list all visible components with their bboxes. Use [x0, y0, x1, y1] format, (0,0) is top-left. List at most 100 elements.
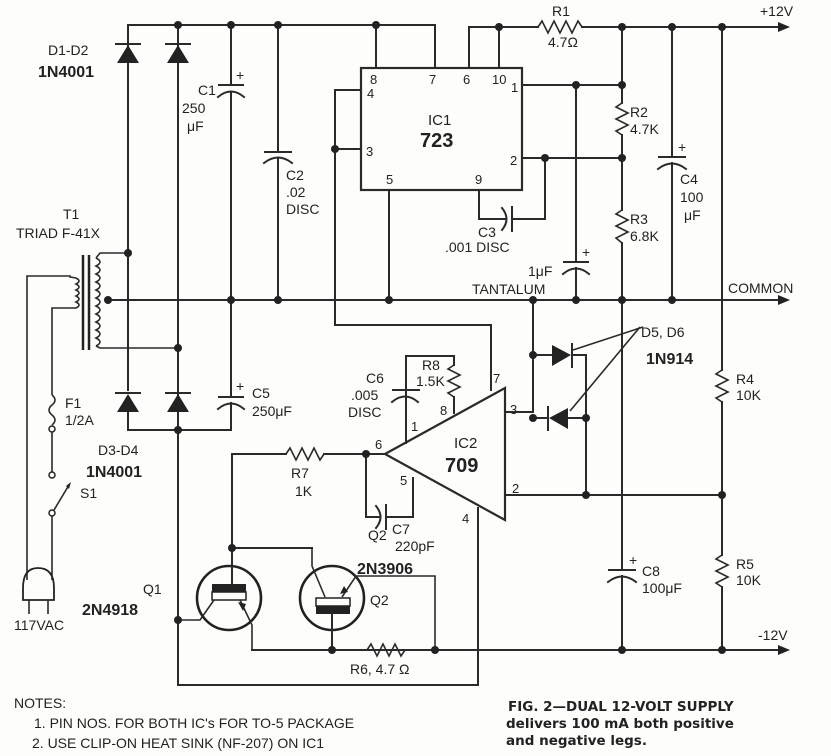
d3d4-part: 1N4001: [86, 464, 142, 481]
resistor-r4: [714, 369, 730, 403]
ic2-pin-5: 5: [400, 473, 407, 488]
ic1-pin-9: 9: [475, 172, 482, 187]
ic1-pin-7: 7: [429, 72, 436, 87]
r7-value: 1K: [295, 483, 313, 499]
note-1: 1. PIN NOS. FOR BOTH IC's FOR TO-5 PACKA…: [34, 715, 354, 731]
ic2-pin-4: 4: [462, 511, 469, 526]
c3-value: .001 DISC: [445, 239, 510, 255]
figure-caption-line3: and negative legs.: [506, 733, 647, 749]
ic2-pin-8: 8: [440, 403, 447, 418]
positive-rail: [127, 22, 790, 67]
d3d4-ref: D3-D4: [98, 442, 139, 458]
ic2-part: 709: [445, 455, 478, 477]
c6-type: DISC: [348, 404, 381, 420]
r1-ref: R1: [552, 3, 570, 19]
c6-ref: C6: [366, 370, 384, 386]
capacitor-tantalum: [561, 84, 591, 301]
transistor-q1: [178, 547, 263, 650]
r1-value: 4.7Ω: [548, 34, 578, 50]
d1d2-ref: D1-D2: [48, 42, 89, 58]
capacitor-c2: [262, 24, 294, 301]
ic1-pin-5: 5: [386, 172, 393, 187]
c4-value: 100: [680, 189, 704, 205]
c4-ref: C4: [680, 171, 698, 187]
c1-value: 250: [182, 100, 206, 116]
c1-ref: C1: [198, 82, 216, 98]
ic1-ref: IC1: [428, 112, 451, 129]
ic1-pin-2: 2: [510, 153, 517, 168]
negative-rail-arrow-icon: [778, 645, 790, 655]
f1-value: 1/2A: [65, 412, 94, 428]
c6-value: .005: [351, 387, 378, 403]
transistor-q2: [298, 548, 436, 651]
resistor-r6: [366, 642, 406, 658]
ic1-pin-4: 4: [367, 86, 374, 101]
q2-part: 2N3906: [357, 561, 413, 578]
resistor-r7: [285, 446, 325, 462]
c5-ref: C5: [252, 385, 270, 401]
s1-ref: S1: [80, 485, 97, 501]
r8-ref: R8: [422, 357, 440, 373]
q1-ref: Q1: [143, 581, 162, 597]
c8-ref: C8: [642, 563, 660, 579]
positive-rail-label: +12V: [760, 3, 794, 19]
plug-icon: [22, 567, 55, 614]
ic1-pin-3: 3: [366, 144, 373, 159]
q2-ref: Q2: [368, 527, 387, 543]
plug-label: 117VAC: [14, 617, 64, 633]
ic2-pin-2: 2: [512, 481, 519, 496]
diode-d3: [115, 392, 179, 431]
capacitor-c6: [390, 389, 420, 404]
resistor-r8: [446, 364, 462, 398]
r3-value: 6.8K: [630, 228, 659, 244]
capacitor-c5: [177, 299, 246, 431]
t1-ref: T1: [63, 206, 80, 222]
figure-caption-line2: delivers 100 mA both positive: [506, 716, 734, 732]
common-rail-label: COMMON: [728, 280, 793, 296]
switch-s1[interactable]: [48, 471, 71, 580]
negative-rail-label: -12V: [758, 627, 788, 643]
ic1-part: 723: [420, 130, 453, 152]
r7-ref: R7: [291, 465, 309, 481]
c7-value: 220pF: [395, 538, 435, 554]
ic2-ref: IC2: [454, 435, 477, 452]
capacitor-c1: [216, 24, 246, 301]
r5-ref: R5: [736, 556, 754, 572]
tantalum-type: TANTALUM: [472, 281, 545, 297]
r8-value: 1.5K: [416, 373, 445, 389]
c4-plus: +: [678, 139, 686, 155]
common-rail: [107, 295, 790, 305]
note-2: 2. USE CLIP-ON HEAT SINK (NF-207) ON IC1: [32, 735, 324, 751]
c3-ref: C3: [478, 224, 496, 240]
ic1-pin-6: 6: [463, 72, 470, 87]
resistor-r1: [537, 19, 583, 35]
d5d6-part: 1N914: [646, 351, 693, 368]
ic2-pin-3: 3: [510, 402, 517, 417]
ic1-pin-8: 8: [370, 72, 377, 87]
c7-ref: C7: [392, 521, 410, 537]
r3-ref: R3: [630, 211, 648, 227]
capacitor-c4: [656, 26, 688, 301]
resistor-r2: [614, 102, 630, 136]
ic1-723: [359, 66, 524, 192]
capacitor-c7: [365, 453, 414, 530]
d5d6-ref: D5, D6: [641, 324, 685, 340]
f1-ref: F1: [65, 395, 82, 411]
c5-value: 250μF: [252, 403, 292, 419]
c2-value: .02: [286, 184, 306, 200]
junction-dots: [104, 21, 726, 654]
resistor-r3: [614, 209, 630, 244]
tantalum-value: 1μF: [528, 263, 552, 279]
t1-part: TRIAD F-41X: [16, 225, 101, 241]
c1-unit: μF: [187, 118, 204, 134]
figure-caption-title: FIG. 2—DUAL 12-VOLT SUPPLY: [508, 699, 734, 715]
resistor-r5: [714, 554, 730, 588]
positive-rail-arrow-icon: [778, 22, 790, 32]
c5-plus: +: [236, 378, 244, 394]
r6-label: R6, 4.7 Ω: [350, 661, 410, 677]
c1-plus: +: [236, 67, 244, 83]
c8-plus: +: [629, 552, 637, 568]
capacitor-c3: [478, 157, 546, 232]
q1-part: 2N4918: [82, 602, 138, 619]
